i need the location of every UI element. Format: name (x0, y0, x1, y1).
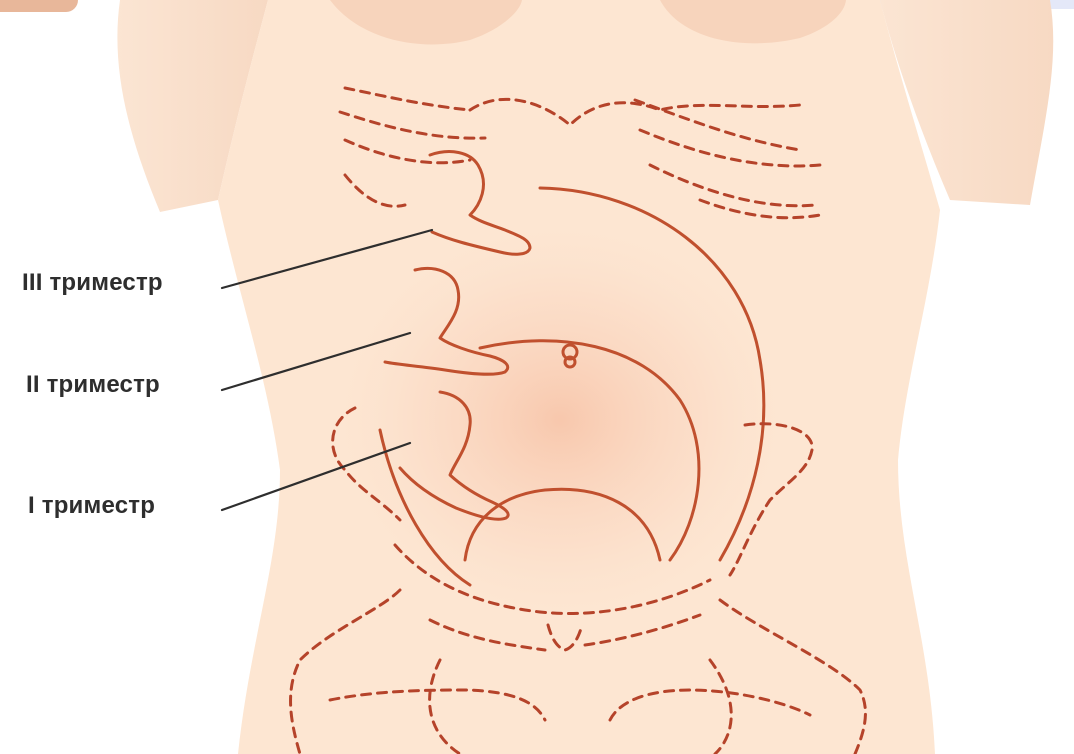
label-trimester-2: II триместр (26, 371, 160, 399)
label-trimester-3: III триместр (22, 269, 163, 297)
label-trimester-1: I триместр (28, 492, 155, 520)
belly-glow (320, 210, 800, 630)
